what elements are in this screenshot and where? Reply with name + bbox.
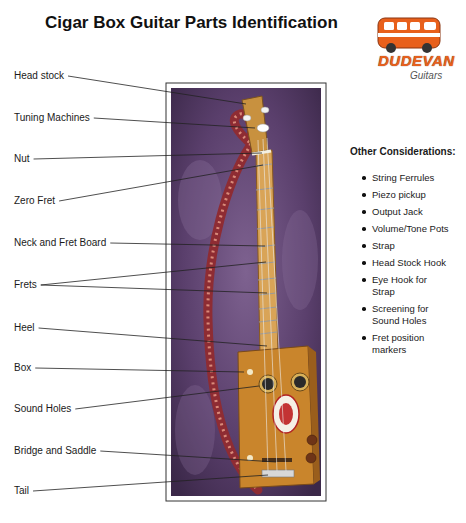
part-label: Tuning Machines [14, 112, 90, 124]
sound-hole [262, 378, 274, 390]
bullet-dot [362, 261, 366, 265]
leader-line [68, 76, 246, 104]
string [258, 140, 268, 471]
sound-hole [294, 376, 306, 388]
tuning-machine [261, 107, 269, 113]
van-logo [378, 18, 440, 53]
brand-tagline: Guitars [410, 70, 442, 82]
strings [258, 138, 286, 471]
van-wheel [386, 43, 396, 53]
van-window [397, 22, 407, 30]
fret [259, 293, 276, 295]
leader-line [59, 165, 263, 201]
fret [257, 208, 274, 210]
leader-line [39, 328, 267, 346]
diagram-title: Cigar Box Guitar Parts Identification [45, 13, 338, 33]
list-item: Eye Hook for Strap [372, 274, 436, 298]
fret [256, 188, 273, 190]
control-knob [307, 435, 317, 445]
fret [259, 307, 277, 309]
fret [258, 278, 276, 280]
bullet-dot [362, 176, 366, 180]
van-window [384, 22, 394, 30]
part-label: Nut [14, 153, 30, 165]
van-wheel [422, 43, 432, 53]
van-body [378, 18, 440, 48]
tuning-machine [243, 115, 251, 121]
list-item: Volume/Tone Pots [372, 223, 449, 235]
cloth-texture [282, 210, 318, 310]
part-label: Box [14, 362, 31, 374]
part-label: Frets [14, 279, 37, 291]
bullet-dot [362, 210, 366, 214]
control-knob [306, 453, 316, 463]
leader-line [110, 243, 265, 246]
bullet-dot [362, 193, 366, 197]
leader-line [100, 451, 276, 462]
bullet-dot [362, 307, 366, 311]
cigar-label-center [279, 403, 293, 425]
part-label: Head stock [14, 70, 64, 82]
leader-line [34, 153, 262, 159]
fret [260, 332, 277, 334]
list-item: String Ferrules [372, 172, 434, 184]
list-item: Strap [372, 240, 395, 252]
part-label: Zero Fret [14, 195, 55, 207]
frets [256, 164, 277, 334]
string [267, 138, 286, 471]
list-item: Fret position markers [372, 332, 436, 356]
part-label: Heel [14, 322, 35, 334]
list-heading: Other Considerations: [350, 146, 456, 158]
sound-hole-ring [291, 373, 309, 391]
leader-line [33, 475, 268, 491]
fret [259, 320, 277, 322]
leader-line [75, 386, 259, 409]
cloth-texture [175, 385, 215, 475]
sound-hole-ring [259, 375, 277, 393]
part-label: Neck and Fret Board [14, 237, 106, 249]
van-stripe [378, 33, 440, 37]
van-window [424, 22, 436, 30]
part-label: Bridge and Saddle [14, 445, 96, 457]
box-side [308, 346, 320, 484]
list-item: Output Jack [372, 206, 423, 218]
bullet-dot [362, 227, 366, 231]
part-label: Tail [14, 485, 29, 497]
bullet-dot [362, 336, 366, 340]
bullet-dot [362, 278, 366, 282]
van-window [410, 22, 420, 30]
leader-line [41, 262, 266, 285]
part-label: Sound Holes [14, 403, 71, 415]
brand-name: DUDEVAN [378, 52, 455, 70]
leader-line [35, 368, 244, 372]
list-item: Head Stock Hook [372, 257, 446, 269]
leader-line [94, 118, 255, 128]
leader-line [41, 285, 267, 293]
tuning-machine [257, 124, 269, 132]
tailpiece [262, 470, 294, 477]
bullet-dot [362, 244, 366, 248]
list-item: Screening for Sound Holes [372, 303, 436, 327]
box-ornament [247, 369, 253, 375]
fret [257, 227, 274, 229]
cigar-label [273, 395, 299, 433]
cigar-box [238, 346, 314, 488]
list-item: Piezo pickup [372, 189, 426, 201]
headstock [242, 96, 268, 153]
